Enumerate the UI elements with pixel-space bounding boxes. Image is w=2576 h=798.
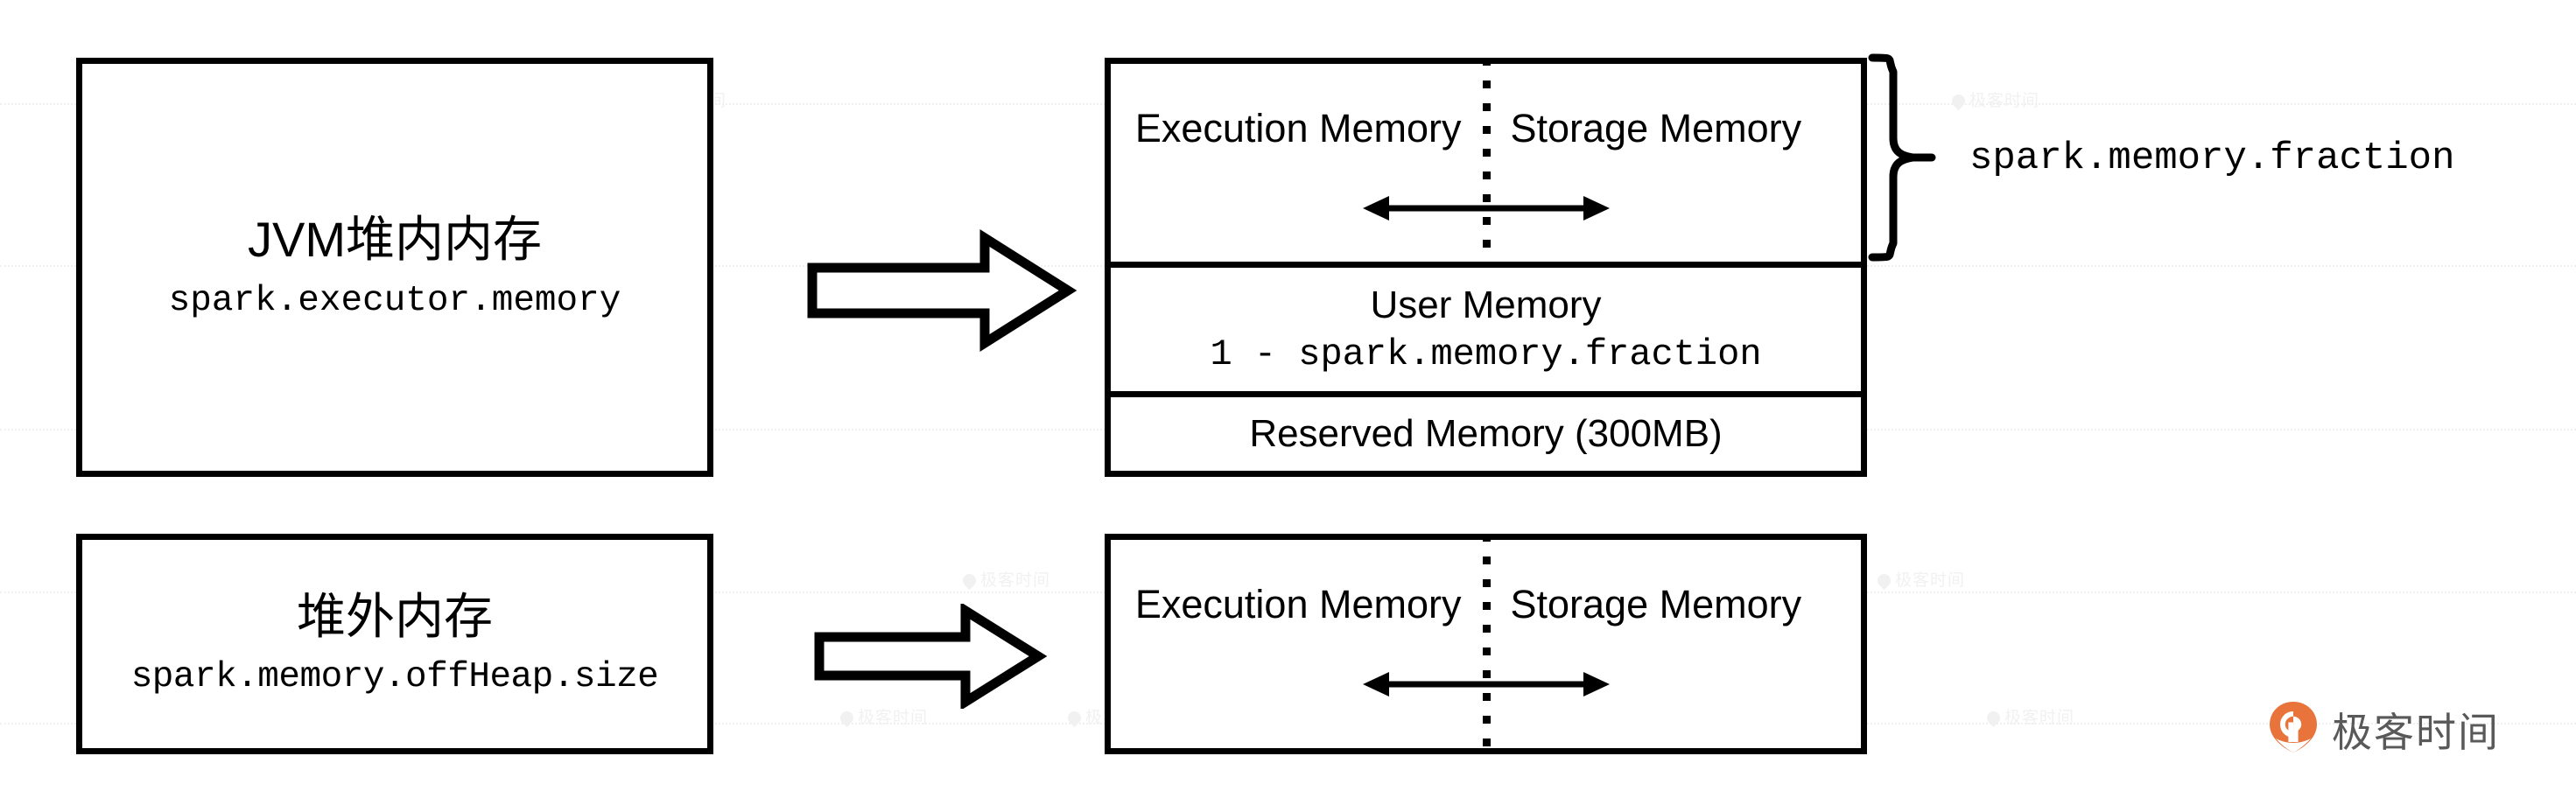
on-heap-title: JVM堆内内存 [248,211,542,267]
on-heap-flow-arrow-icon [805,229,1112,352]
unified-memory-divider-icon [1482,58,1491,268]
memory-fraction-brace-icon [1867,52,1937,262]
geekbang-logo-text: 极客时间 [2332,709,2500,755]
off-heap-execution-memory-label: Execution Memory [1134,582,1462,626]
unified-memory-resize-arrow-icon [1362,196,1610,220]
storage-memory-label: Storage Memory [1510,106,1802,150]
user-memory-label: User Memory [1370,284,1602,327]
off-heap-resize-arrow-icon [1362,672,1610,696]
off-heap-storage-memory-label: Storage Memory [1510,582,1802,626]
memory-fraction-label: spark.memory.fraction [1969,136,2455,180]
unified-memory-labels: Execution Memory Storage Memory [1111,106,1861,151]
user-memory-formula: 1 - spark.memory.fraction [1210,332,1762,375]
on-heap-target-box: Execution Memory Storage Memory User Mem… [1105,58,1867,477]
on-heap-source-box: JVM堆内内存 spark.executor.memory [76,58,713,477]
on-heap-config: spark.executor.memory [168,281,621,322]
off-heap-divider-icon [1482,534,1491,754]
off-heap-target-box: Execution Memory Storage Memory [1105,534,1867,754]
segment-reserved-memory: Reserved Memory (300MB) [1111,391,1861,471]
off-heap-unified-labels: Execution Memory Storage Memory [1111,582,1861,627]
execution-memory-label: Execution Memory [1134,106,1462,150]
off-heap-source-box: 堆外内存 spark.memory.offHeap.size [76,534,713,754]
segment-unified-memory: Execution Memory Storage Memory [1111,58,1861,268]
off-heap-config: spark.memory.offHeap.size [130,656,659,697]
segment-user-memory: User Memory 1 - spark.memory.fraction [1111,262,1861,391]
geekbang-pin-icon [2267,700,2320,759]
off-heap-flow-arrow-icon [812,602,1075,710]
reserved-memory-label: Reserved Memory (300MB) [1249,411,1723,455]
geekbang-logo: 极客时间 [2267,700,2500,759]
off-heap-title: 堆外内存 [297,589,493,645]
